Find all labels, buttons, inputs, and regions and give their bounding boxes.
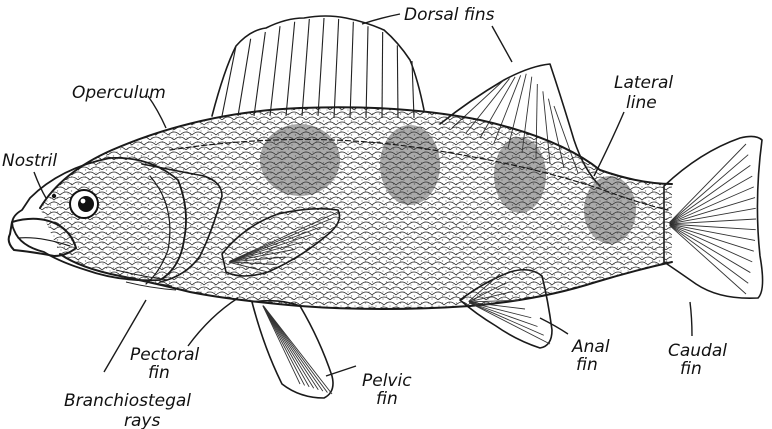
fin-ray — [263, 306, 327, 393]
dorsal-spine — [238, 39, 251, 116]
label-dorsal-fins: Dorsal fins — [404, 5, 495, 25]
label-rays: rays — [124, 411, 160, 429]
fin-ray — [670, 225, 746, 294]
dorsal-spine — [318, 18, 324, 116]
label-caudal-fin: fin — [680, 359, 702, 379]
label-operculum: Operculum — [72, 83, 166, 103]
dorsal-spine — [382, 32, 383, 118]
fin-ray — [670, 165, 751, 222]
label-pectoral-fin: fin — [148, 363, 170, 383]
fin-ray — [470, 303, 550, 344]
label-line: line — [626, 93, 657, 113]
dorsal-spine — [222, 46, 236, 116]
dorsal-spine — [302, 19, 309, 116]
fin-ray — [470, 303, 544, 336]
fin-ray — [670, 155, 749, 223]
dorsal-spine — [366, 26, 368, 118]
dorsal-spine — [350, 22, 353, 118]
label-caudal: Caudal — [668, 341, 727, 361]
label-anal: Anal — [571, 337, 610, 357]
eye — [70, 190, 98, 218]
spiny-dorsal-fin — [212, 16, 424, 118]
fin-ray — [263, 306, 300, 384]
label-pelvic-fin: fin — [376, 389, 398, 409]
label-nostril: Nostril — [2, 151, 57, 171]
dorsal-spine — [254, 32, 265, 116]
fin-ray — [670, 144, 746, 222]
fin-ray — [263, 306, 305, 386]
label-pectoral: Pectoral — [130, 345, 200, 365]
dorsal-spine — [334, 19, 339, 118]
dorsal-spine — [270, 26, 280, 116]
dorsal-spine — [397, 45, 398, 118]
label-pelvic: Pelvic — [362, 371, 412, 391]
label-anal-fin: fin — [576, 355, 598, 375]
fin-ray — [263, 306, 318, 390]
pelvic-fin — [252, 301, 333, 398]
label-lateral: Lateral — [614, 73, 673, 93]
dorsal-spine — [286, 22, 295, 116]
fin-ray — [263, 306, 323, 391]
fin-ray — [263, 306, 309, 387]
nostril — [52, 194, 56, 198]
caudal-fin — [664, 136, 763, 298]
label-branchiostegal: Branchiostegal — [64, 391, 191, 411]
